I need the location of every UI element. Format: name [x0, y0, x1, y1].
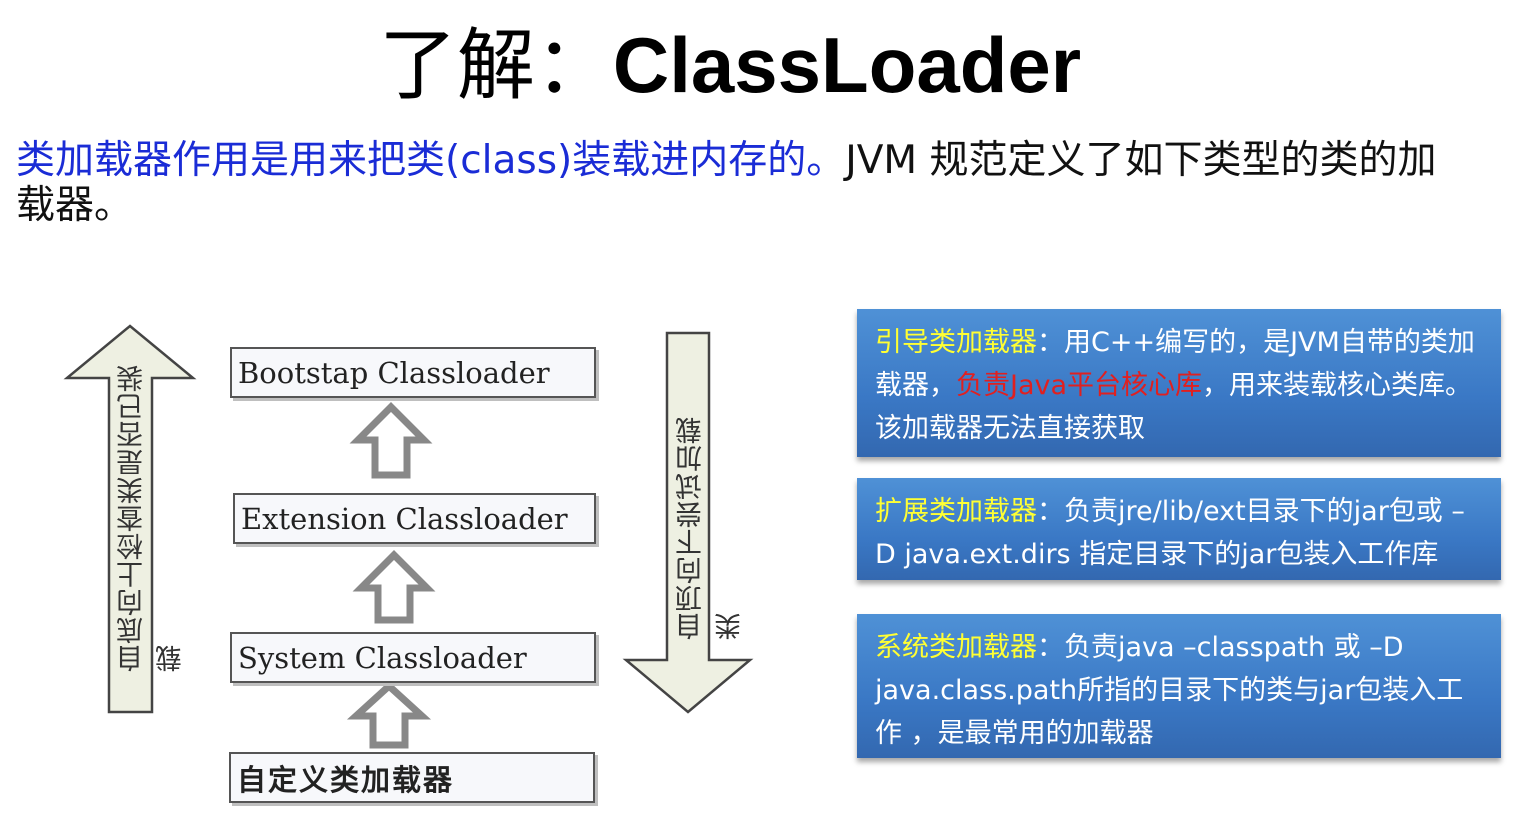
intro-black-text: JVM 规范定义了如下类型的类的加载器。	[16, 138, 1437, 228]
down-arrow-shape	[622, 331, 754, 714]
up-arrow-shape	[63, 324, 197, 714]
info-extension-colon: ：	[1037, 496, 1064, 527]
info-bootstrap-colon: ：	[1037, 327, 1064, 358]
info-system-key: 系统类加载器	[875, 632, 1037, 663]
custom-classloader-box: 自定义类加载器	[229, 752, 595, 803]
info-bootstrap-key: 引导类加载器	[875, 327, 1037, 358]
info-system-text: 负责java –classpath 或 –D java.class.path所指…	[875, 632, 1464, 749]
info-bootstrap-text2: ，用来装载核心类库。该加载器无法直接获取	[875, 370, 1473, 444]
down-arrow-label: 自顶向下尝试加载类	[676, 416, 746, 640]
title-latin: ClassLoader	[612, 21, 1082, 109]
intro-paragraph: 类加载器作用是用来把类(class)装载进内存的。JVM 规范定义了如下类型的类…	[16, 138, 1456, 228]
info-box-bootstrap: 引导类加载器：用C++编写的，是JVM自带的类加载器，负责Java平台核心库，用…	[857, 309, 1501, 457]
title-prefix: 了解：	[378, 21, 613, 111]
small-up-arrow-2	[352, 550, 436, 624]
info-system-colon: ：	[1037, 632, 1064, 663]
up-arrow-label: 自底向上检查类是否已装载	[117, 364, 187, 672]
info-bootstrap-text1: 用C++编写的，是JVM自带的类加载器，	[875, 327, 1475, 401]
bootstrap-classloader-box: Bootstap Classloader	[230, 347, 596, 398]
small-up-arrow-1	[349, 402, 433, 479]
page-title: 了解：ClassLoader	[0, 20, 1460, 111]
info-extension-key: 扩展类加载器	[875, 496, 1037, 527]
extension-classloader-box: Extension Classloader	[233, 493, 596, 544]
info-extension-text: 负责jre/lib/ext目录下的jar包或 –D java.ext.dirs …	[875, 496, 1465, 570]
small-up-arrow-3	[346, 681, 432, 749]
info-box-extension: 扩展类加载器：负责jre/lib/ext目录下的jar包或 –D java.ex…	[857, 478, 1501, 580]
info-bootstrap-red: 负责Java平台核心库	[956, 370, 1203, 401]
info-box-system: 系统类加载器：负责java –classpath 或 –D java.class…	[857, 614, 1501, 758]
system-classloader-box: System Classloader	[230, 632, 596, 683]
intro-blue-text: 类加载器作用是用来把类(class)装载进内存的。	[16, 138, 846, 183]
